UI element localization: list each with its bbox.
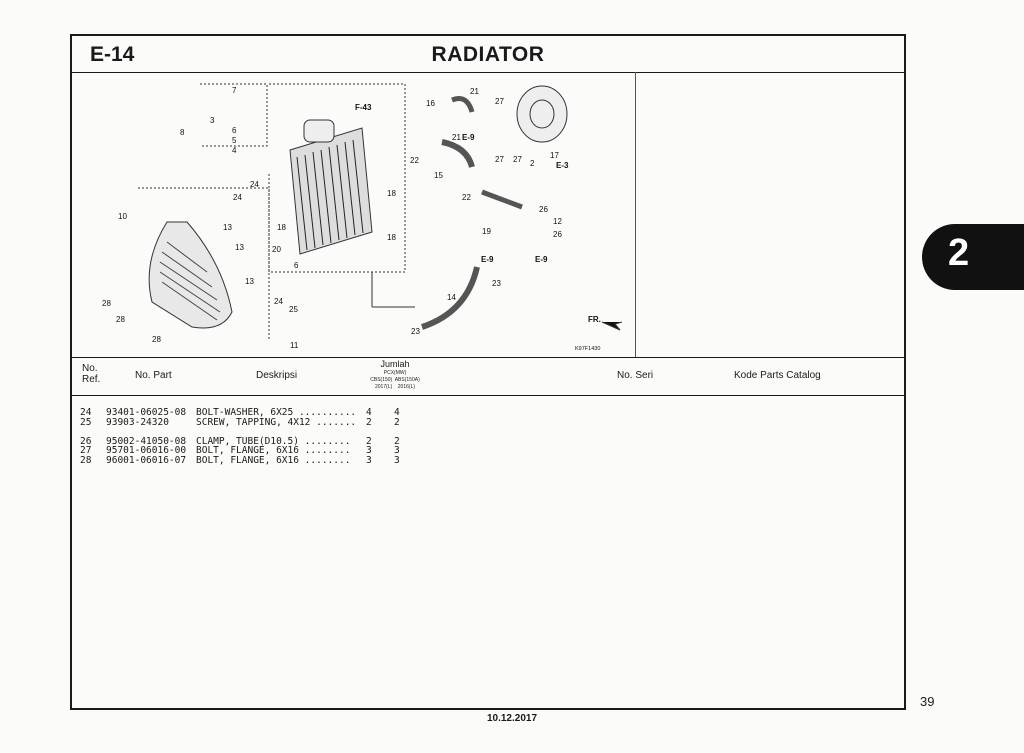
parts-table-header: No. Ref. No. Part Deskripsi Jumlah PCX(M… [72, 357, 904, 396]
svg-text:18: 18 [387, 189, 396, 198]
svg-text:24: 24 [274, 297, 283, 306]
svg-text:22: 22 [462, 193, 471, 202]
svg-text:22: 22 [410, 156, 419, 165]
svg-text:15: 15 [434, 171, 443, 180]
svg-text:28: 28 [152, 335, 161, 344]
svg-text:6: 6 [294, 261, 299, 270]
print-date: 10.12.2017 [486, 713, 538, 724]
svg-text:28: 28 [102, 299, 111, 308]
svg-text:27: 27 [495, 155, 504, 164]
svg-text:21: 21 [470, 87, 479, 96]
svg-text:12: 12 [553, 217, 562, 226]
svg-text:13: 13 [245, 277, 254, 286]
section-code: E-14 [90, 43, 135, 66]
svg-text:25: 25 [289, 305, 298, 314]
svg-text:26: 26 [553, 230, 562, 239]
section-tab [922, 224, 1024, 290]
section-tab-number: 2 [948, 232, 970, 274]
svg-text:F-43: F-43 [355, 103, 372, 112]
col-no-seri: No. Seri [617, 370, 654, 381]
svg-text:17: 17 [550, 151, 559, 160]
svg-text:23: 23 [492, 279, 501, 288]
svg-text:28: 28 [116, 315, 125, 324]
col-deskripsi: Deskripsi [256, 370, 298, 381]
svg-text:8: 8 [180, 128, 185, 137]
svg-text:16: 16 [426, 99, 435, 108]
svg-text:E-9: E-9 [462, 133, 475, 142]
svg-text:18: 18 [277, 223, 286, 232]
col-kode-parts: Kode Parts Catalog [734, 370, 821, 381]
page-number: 39 [920, 694, 935, 709]
page-title: RADIATOR [431, 43, 545, 66]
col-jumlah-year: 2017(L) 2016(L) [374, 384, 416, 390]
svg-text:11: 11 [290, 341, 299, 350]
svg-text:24: 24 [250, 180, 259, 189]
col-no-ref: No. Ref. [82, 363, 101, 385]
svg-text:19: 19 [482, 227, 491, 236]
svg-text:5: 5 [232, 136, 237, 145]
svg-text:13: 13 [235, 243, 244, 252]
svg-text:K97F1430: K97F1430 [575, 346, 600, 352]
svg-text:4: 4 [232, 146, 237, 155]
svg-text:14: 14 [447, 293, 456, 302]
svg-text:E-9: E-9 [481, 255, 494, 264]
svg-text:10: 10 [118, 212, 127, 221]
svg-text:3: 3 [210, 116, 215, 125]
svg-text:E-9: E-9 [535, 255, 548, 264]
svg-text:6: 6 [232, 126, 237, 135]
svg-text:26: 26 [539, 205, 548, 214]
col-jumlah-type: CBS(150) ABS(150A) [370, 377, 420, 383]
page-header: E-14 RADIATOR [72, 36, 904, 73]
svg-text:13: 13 [223, 223, 232, 232]
svg-text:18: 18 [387, 233, 396, 242]
svg-text:27: 27 [513, 155, 522, 164]
col-no-part: No. Part [135, 370, 172, 381]
svg-text:27: 27 [495, 97, 504, 106]
svg-text:E-3: E-3 [556, 161, 569, 170]
svg-text:23: 23 [411, 327, 420, 336]
col-jumlah: Jumlah [380, 359, 410, 369]
svg-text:7: 7 [232, 86, 237, 95]
svg-text:24: 24 [233, 193, 242, 202]
svg-text:2: 2 [530, 159, 535, 168]
diagram-divider [635, 72, 636, 357]
col-jumlah-model: PCX(MW) [383, 370, 407, 376]
svg-text:21: 21 [452, 133, 461, 142]
svg-text:20: 20 [272, 245, 281, 254]
svg-text:FR.: FR. [588, 315, 601, 324]
catalog-page-frame: E-14 RADIATOR [70, 34, 906, 710]
